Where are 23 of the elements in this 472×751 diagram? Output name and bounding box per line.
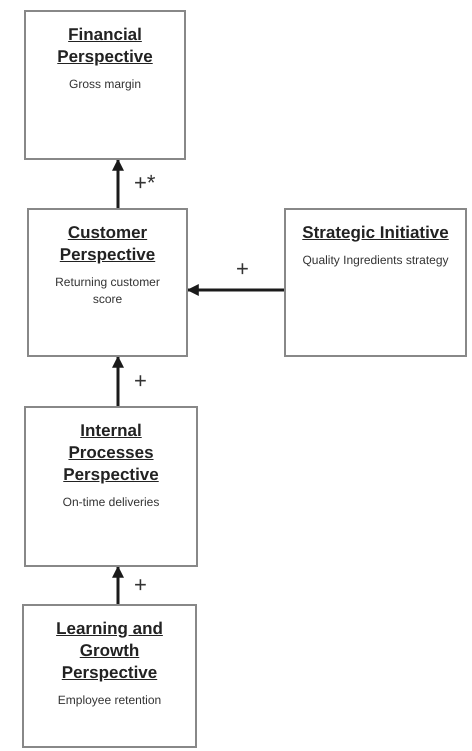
box-text: Employee retention — [58, 692, 162, 710]
arrow — [112, 566, 124, 604]
arrow — [112, 356, 124, 406]
edge-label: + — [134, 370, 147, 392]
edge-label: +* — [134, 172, 156, 194]
perspective-box — [24, 10, 186, 160]
edge-label: + — [236, 258, 249, 280]
box-heading: Financial Perspective — [56, 24, 154, 68]
box-text: On-time deliveries — [62, 494, 160, 512]
box-heading: Internal Processes Perspective — [62, 420, 160, 486]
perspective-box — [24, 406, 198, 567]
perspective-box — [284, 208, 467, 357]
box-text: Returning customer score — [54, 274, 161, 308]
box-text: Gross margin — [68, 76, 142, 93]
box-heading: Customer Perspective — [58, 222, 156, 266]
arrow — [186, 284, 284, 296]
box-text: Quality Ingredients strategy — [302, 252, 449, 269]
box-heading: Learning and Growth Perspective — [55, 618, 164, 684]
perspective-box — [22, 604, 197, 748]
perspective-box — [27, 208, 188, 357]
box-heading: Strategic Initiative — [302, 222, 449, 244]
edge-label: + — [134, 574, 147, 596]
arrow — [112, 158, 124, 208]
